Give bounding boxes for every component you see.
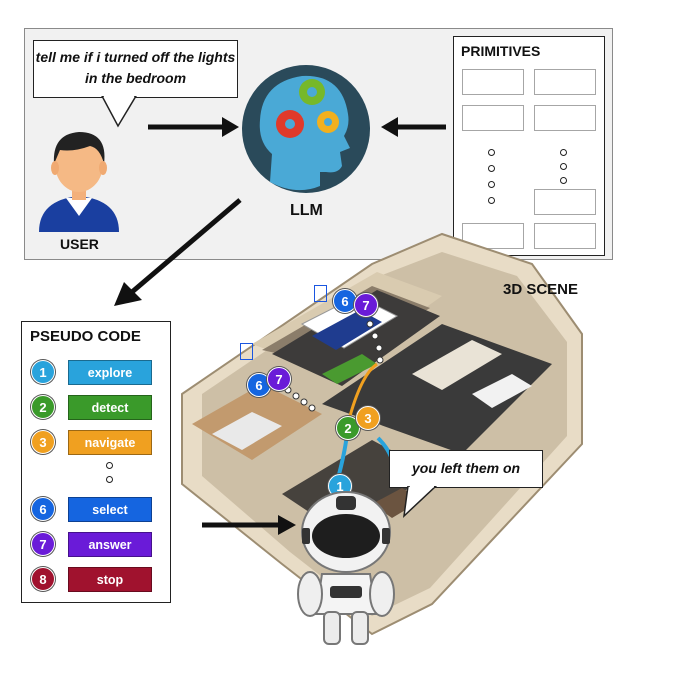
primitive-answer: answer	[534, 105, 596, 131]
step-select: select	[68, 497, 152, 522]
ellipsis-dot	[488, 197, 495, 204]
lamp-highlight-box	[240, 343, 253, 360]
primitive-detect: detect	[534, 223, 596, 249]
pseudo-code-title: PSEUDO CODE	[30, 328, 141, 345]
primitive-match: match	[534, 69, 596, 95]
user-label: USER	[60, 236, 99, 252]
scene-label: 3D SCENE	[503, 281, 579, 298]
primitives-title: PRIMITIVES	[461, 43, 541, 59]
step-number-8: 8	[31, 567, 55, 591]
scene-marker-6-bedroom: 6	[333, 289, 357, 313]
step-number-2: 2	[31, 395, 55, 419]
primitive-turn-left: turn_left	[462, 69, 524, 95]
primitive-explore: explore	[462, 105, 524, 131]
arrow-primitives-to-llm	[381, 117, 446, 137]
scene-marker-3: 3	[356, 406, 380, 430]
ellipsis-dot	[560, 149, 567, 156]
ellipsis-dot	[488, 165, 495, 172]
arrow-llm-to-pseudocode	[114, 198, 242, 306]
reply-tail	[402, 486, 438, 518]
step-number-6: 6	[31, 497, 55, 521]
user-speech-bubble: tell me if i turned off the lights in th…	[33, 40, 238, 98]
robot-reply-text: you left them on	[411, 460, 521, 476]
llm-label: LLM	[290, 202, 323, 219]
step-number-7: 7	[31, 532, 55, 556]
ellipsis-dot	[106, 462, 113, 469]
step-answer: answer	[68, 532, 152, 557]
scene-marker-7-side: 7	[267, 367, 291, 391]
robot-icon	[297, 491, 395, 645]
primitives-panel: PRIMITIVES turn_left match explore answe…	[453, 36, 605, 256]
step-navigate: navigate	[68, 430, 152, 455]
robot-reply-bubble: you left them on	[389, 450, 543, 488]
step-number-3: 3	[31, 430, 55, 454]
user-speech-text: tell me if i turned off the lights in th…	[35, 49, 236, 86]
pseudo-code-panel: PSEUDO CODE 1 explore 2 detect 3 navigat…	[21, 321, 171, 603]
arrow-user-to-llm	[148, 117, 239, 137]
step-detect: detect	[68, 395, 152, 420]
step-number-1: 1	[31, 360, 55, 384]
llm-brain-icon	[242, 65, 370, 193]
step-stop: stop	[68, 567, 152, 592]
ellipsis-dot	[560, 177, 567, 184]
user-avatar-icon	[39, 132, 119, 232]
arrow-to-robot	[202, 515, 296, 535]
scene-marker-7-bedroom: 7	[354, 293, 378, 317]
speech-tail	[101, 96, 137, 128]
ellipsis-dot	[488, 181, 495, 188]
lamp-highlight-box	[314, 285, 327, 302]
primitive-eval: eval	[462, 223, 524, 249]
primitive-stop: stop	[534, 189, 596, 215]
scene-marker-2: 2	[336, 416, 360, 440]
ellipsis-dot	[560, 163, 567, 170]
ellipsis-dot	[488, 149, 495, 156]
ellipsis-dot	[106, 476, 113, 483]
step-explore: explore	[68, 360, 152, 385]
